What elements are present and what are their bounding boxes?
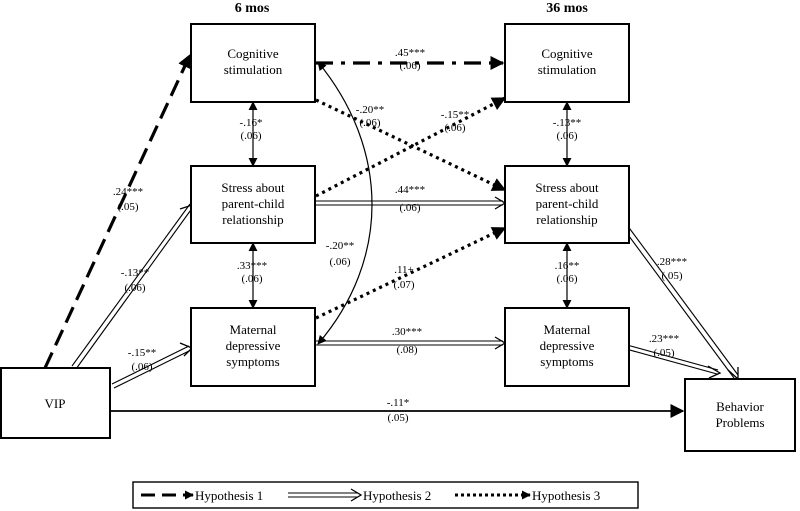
legend-hypothesis-3: Hypothesis 3 <box>455 488 600 503</box>
coef-depressive-36-behavior: .23***(.05) <box>649 333 679 359</box>
arrow-depressive-36-to-behavior <box>625 344 722 379</box>
legend-hypothesis-2: Hypothesis 2 <box>288 488 431 503</box>
arrow-curved-cognitive-6-depressive-6 <box>317 61 373 345</box>
coef-depressive-6-stress-36: .11+(.07) <box>393 264 414 291</box>
coef-vip-depressive-6: -.15**(.06) <box>128 347 156 373</box>
legend: Hypothesis 1 Hypothesis 2 Hypothesis 3 <box>132 481 639 509</box>
svg-text:Hypothesis 1: Hypothesis 1 <box>195 488 263 503</box>
arrow-stress-36-to-behavior <box>622 224 739 381</box>
svg-text:Hypothesis 3: Hypothesis 3 <box>532 488 600 503</box>
coef-vip-behavior: -.11*(.05) <box>387 397 410 424</box>
coef-vip-stress-6: -.13**(.06) <box>121 267 149 294</box>
header-36-mos: 36 mos <box>546 1 588 16</box>
coef-vip-cognitive-6: .24***(.05) <box>113 186 143 213</box>
coef-cognitive-6-cognitive-36: .45***(.06) <box>395 47 425 72</box>
coef-stress-6-depressive-6: .33***(.06) <box>237 260 267 285</box>
path-coefficients: .45***(.06) -.16*(.06) -.20**(.06) -.15*… <box>113 47 687 424</box>
coef-depressive-36-cognitive-6: -.20**(.06) <box>326 240 354 268</box>
coef-cognitive-6-stress-36: -.20**(.06) <box>356 104 384 129</box>
box-vip: VIP <box>0 367 111 439</box>
arrow-stress-6-to-cognitive-36 <box>315 96 507 198</box>
coef-cognitive-6-stress-6: -.16*(.06) <box>240 117 263 142</box>
legend-hypothesis-1: Hypothesis 1 <box>141 488 263 503</box>
coef-stress-36-behavior: .28***(.05) <box>657 256 687 282</box>
coef-depressive-6-depressive-36: .30***(.08) <box>392 326 422 356</box>
coef-stress-6-stress-36: .44***(.06) <box>395 184 425 214</box>
arrow-vip-to-cognitive-6 <box>43 53 192 369</box>
arrow-cognitive-6-to-stress-36 <box>315 98 507 192</box>
svg-text:VIP: VIP <box>45 396 66 411</box>
svg-text:Hypothesis 2: Hypothesis 2 <box>363 488 431 503</box>
coef-cognitive-36-stress-36: -.13**(.06) <box>553 117 581 142</box>
coef-stress-6-cognitive-36: -.15**(.06) <box>441 109 469 134</box>
coef-stress-36-depressive-36: .16**(.06) <box>555 260 580 285</box>
header-6-mos: 6 mos <box>235 1 270 16</box>
